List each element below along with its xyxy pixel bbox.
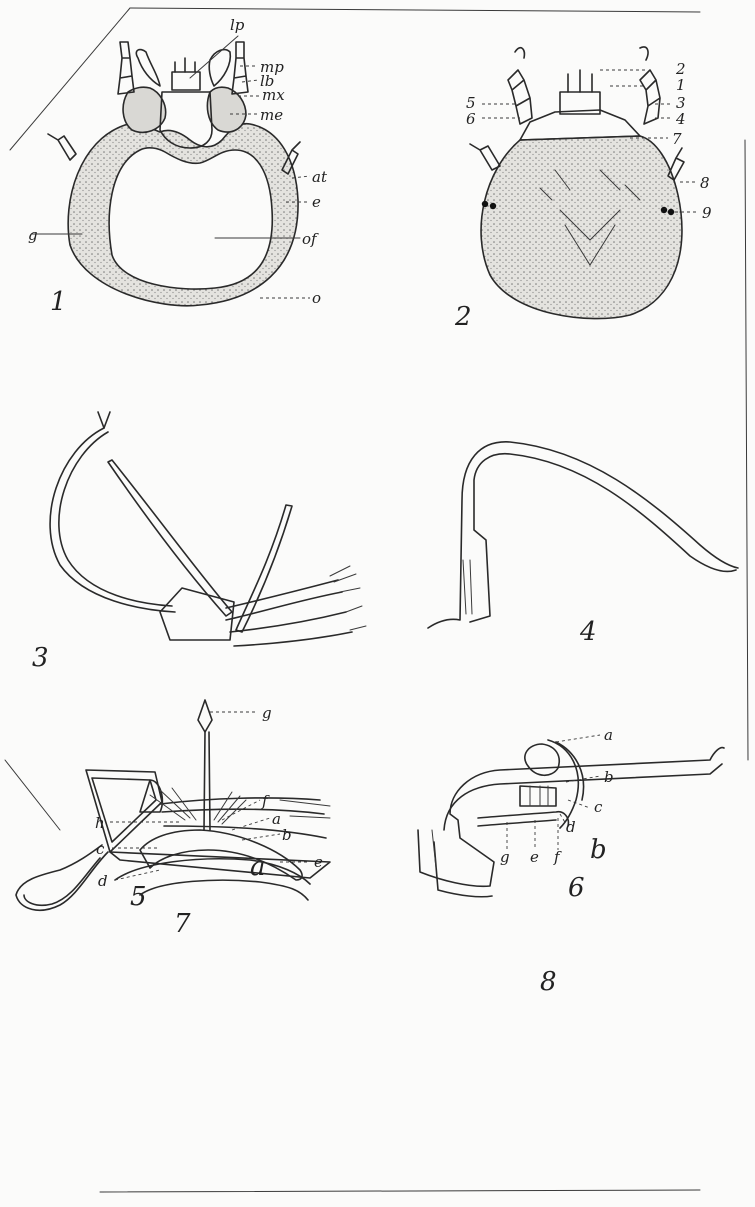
fig7-label-h: h (95, 814, 105, 832)
fig6-label-b: b (590, 835, 607, 865)
fig7-number: 7 (174, 909, 191, 939)
fig1-occipital-foramen (109, 148, 272, 289)
fig7-label-g: g (262, 704, 272, 722)
fig3-number: 3 (32, 643, 49, 673)
fig4-number: 4 (579, 617, 597, 647)
fig1-label-o: o (312, 289, 321, 307)
fig7-label-d: d (98, 872, 108, 890)
fig8-label-f: f (553, 848, 562, 866)
fig8-number: 8 (540, 967, 557, 997)
fig2-label-9: 9 (702, 204, 712, 222)
fig1-label-lp: lp (230, 16, 245, 34)
fig1-label-of: of (302, 230, 319, 248)
fig2-label-8: 8 (700, 174, 710, 192)
fig1-label-mx: mx (262, 86, 285, 104)
fig2-label-6: 6 (466, 110, 476, 128)
fig7-label-a: a (272, 810, 281, 828)
fig2-label-1: 1 (676, 76, 686, 94)
fig8-label-b: b (604, 768, 614, 786)
fig7-label-b: b (282, 826, 292, 844)
fig2-label-7: 7 (672, 130, 682, 148)
fig1-number: 1 (50, 287, 67, 317)
fig8-label-d: d (566, 818, 576, 836)
fig7-label-c: c (96, 840, 105, 858)
figure-4: 4 (428, 442, 738, 647)
fig8-label-g: g (500, 848, 510, 866)
fig1-label-me: me (260, 106, 283, 124)
fig8-label-a: a (604, 726, 613, 744)
figure-2: 2 1 5 6 3 4 7 8 9 2 (454, 47, 712, 332)
fig7-label-f: f (261, 792, 270, 810)
fig7-label-e: e (314, 853, 323, 871)
fig8-label-e: e (530, 848, 539, 866)
fig1-label-at: at (312, 168, 328, 186)
fig5-number: 5 (130, 882, 147, 912)
fig5-label-a: a (250, 852, 266, 882)
fig6-number: 6 (568, 873, 585, 903)
fig1-label-g: g (28, 226, 38, 244)
figure-3: 3 (32, 412, 366, 673)
fig2-label-4: 4 (675, 110, 686, 128)
fig1-label-e: e (312, 193, 321, 211)
fig2-head-capsule (481, 136, 682, 319)
figure-1: lp mp lb mx me at e g of o 1 (28, 16, 328, 317)
fig2-number: 2 (454, 302, 472, 332)
fig8-label-c: c (594, 798, 603, 816)
